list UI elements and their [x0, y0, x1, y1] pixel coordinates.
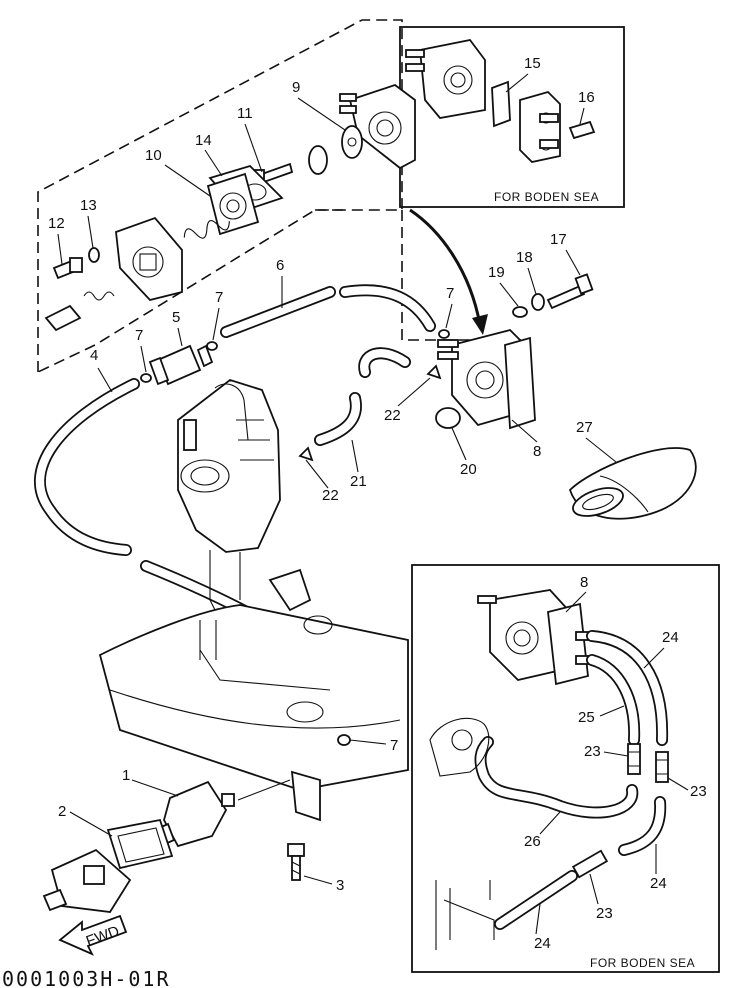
o-ring-part-20	[435, 407, 461, 429]
assembly-arrow	[409, 208, 482, 326]
clip-part-7-d	[337, 734, 351, 746]
clip-part-22-a	[298, 446, 314, 462]
diaphragm-plate-part-10	[206, 172, 260, 236]
drawing-code: 0001003H-01R	[2, 967, 171, 988]
label-5: 5	[172, 309, 180, 326]
gasket-part-2	[106, 818, 174, 870]
label-4: 4	[90, 347, 98, 364]
label-9: 9	[292, 79, 300, 96]
label-8-box: 8	[580, 574, 588, 591]
fitting-part-23-b	[655, 751, 669, 783]
bolt-part-17	[546, 273, 594, 310]
label-21: 21	[350, 473, 367, 490]
label-19: 19	[488, 264, 505, 281]
lower-cowling	[98, 604, 409, 822]
assembly-arrow-head	[472, 314, 488, 335]
diaphragm-part-9	[341, 125, 363, 159]
label-15: 15	[524, 55, 541, 72]
clip-part-7-b	[206, 341, 218, 351]
fuel-pump-part-8	[437, 328, 536, 430]
clip-part-7-a	[140, 373, 152, 383]
label-7-a: 7	[135, 327, 143, 344]
carburetor-fragment-box	[429, 717, 495, 950]
washer-part-18	[531, 293, 545, 311]
label-3: 3	[336, 877, 344, 894]
fitting-part-23-c	[571, 849, 609, 879]
washer-part-13	[88, 247, 100, 263]
washer-part-19	[512, 306, 528, 318]
label-13: 13	[80, 197, 97, 214]
label-18: 18	[516, 249, 533, 266]
label-20: 20	[460, 461, 477, 478]
label-6: 6	[276, 257, 284, 274]
fitting-part-23-a	[627, 743, 641, 775]
boden-sea-lower-box	[411, 564, 720, 973]
label-23-b: 23	[690, 783, 707, 800]
label-25: 25	[578, 709, 595, 726]
boden-sea-upper-caption: FOR BODEN SEA	[494, 190, 599, 204]
fuel-filter-part-5	[148, 344, 214, 386]
fitting-block-part-16	[519, 90, 596, 163]
label-16: 16	[578, 89, 595, 106]
gasket-part-15	[491, 80, 511, 128]
boden-sea-lower-caption-text: FOR BODEN SEA	[590, 956, 695, 970]
label-1: 1	[122, 767, 130, 784]
label-14: 14	[195, 132, 212, 149]
label-22-a: 22	[322, 487, 339, 504]
fuel-line-to-cowling	[237, 779, 291, 801]
label-7-d: 7	[390, 737, 398, 754]
clip-part-7-c	[438, 329, 450, 339]
label-23-c: 23	[596, 905, 613, 922]
label-10: 10	[145, 147, 162, 164]
label-8-upper: 8	[533, 443, 541, 460]
label-26: 26	[524, 833, 541, 850]
quick-connector	[42, 848, 132, 913]
label-24-b: 24	[650, 875, 667, 892]
label-7-c: 7	[446, 285, 454, 302]
spring	[183, 220, 230, 239]
label-12: 12	[48, 215, 65, 232]
boden-sea-pump-cover	[405, 39, 486, 119]
label-22-b: 22	[384, 407, 401, 424]
label-27: 27	[576, 419, 593, 436]
drain-screw-part-3	[287, 843, 305, 881]
fwd-arrow: FWD	[58, 914, 128, 956]
label-7-b: 7	[215, 289, 223, 306]
pump-base	[115, 216, 183, 302]
label-2: 2	[58, 803, 66, 820]
pump-body-top	[339, 83, 416, 170]
clip-part-22-b	[426, 364, 442, 380]
sleeve-part-27	[568, 447, 697, 520]
fuel-pump-part-8-box	[477, 589, 593, 686]
label-24-a: 24	[662, 629, 679, 646]
label-23-a: 23	[584, 743, 601, 760]
check-valve-disc	[308, 145, 328, 175]
carburetor	[177, 379, 312, 641]
screw-part-12	[52, 257, 83, 280]
label-17: 17	[550, 231, 567, 248]
label-24-c: 24	[534, 935, 551, 952]
label-11: 11	[237, 105, 253, 122]
valve-assembly	[44, 291, 115, 332]
